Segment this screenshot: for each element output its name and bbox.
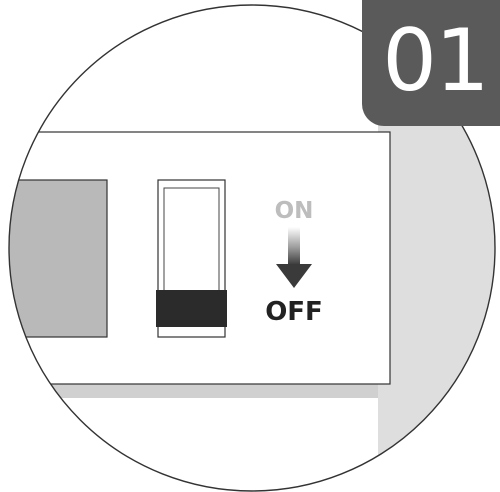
switch-track — [164, 188, 219, 292]
breaker-switch[interactable] — [156, 180, 227, 337]
off-label: OFF — [265, 297, 323, 327]
step-number: 01 — [382, 18, 487, 104]
on-label: ON — [275, 198, 314, 224]
panel-shadow — [0, 384, 378, 398]
step-number-badge: 01 — [362, 0, 500, 126]
neighbor-breaker — [0, 180, 107, 337]
switch-lever-off[interactable] — [156, 290, 227, 327]
